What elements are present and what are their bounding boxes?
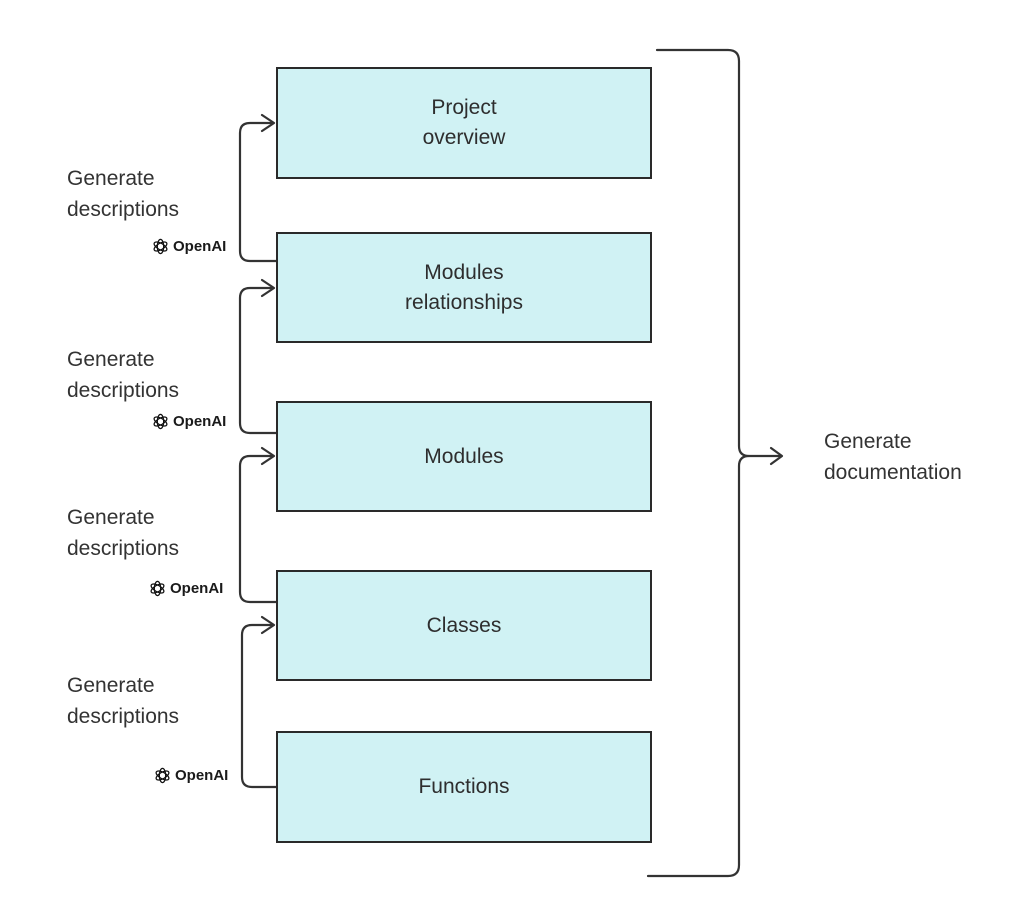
box-modules-relationships: Modules relationships	[276, 232, 652, 343]
connector-arrow	[238, 121, 278, 263]
arrow-head	[260, 113, 276, 133]
openai-logo-icon	[155, 767, 170, 784]
openai-badge: OpenAI	[153, 766, 228, 785]
box-project-overview: Project overview	[276, 67, 652, 179]
generate-descriptions-label: Generate descriptions	[67, 674, 180, 728]
box-label: Modules	[424, 444, 504, 468]
provider-name: OpenAI	[175, 767, 229, 784]
provider-name: OpenAI	[173, 413, 227, 430]
generate-descriptions-label: Generate descriptions	[67, 348, 180, 402]
provider-name: OpenAI	[170, 580, 224, 597]
box-functions: Functions	[276, 731, 652, 843]
box-label: Functions	[418, 775, 510, 798]
arrow-head	[769, 446, 784, 466]
openai-badge: OpenAI	[151, 237, 226, 256]
connector-arrow	[238, 286, 278, 435]
bracket	[646, 48, 751, 878]
connector-arrow	[238, 454, 278, 604]
openai-badge: OpenAI	[148, 579, 223, 598]
generate-documentation-label: Generate documentation	[824, 430, 962, 484]
box-label: Classes	[426, 613, 502, 637]
openai-badge: OpenAI	[151, 412, 226, 431]
box-label: Modules relationships	[405, 260, 523, 314]
connector-arrow	[240, 623, 278, 789]
openai-logo-icon	[150, 580, 165, 597]
box-modules: Modules	[276, 401, 652, 512]
generate-descriptions-label: Generate descriptions	[67, 167, 180, 221]
box-label: Project overview	[422, 96, 506, 149]
openai-logo-icon	[153, 413, 168, 430]
box-classes: Classes	[276, 570, 652, 681]
provider-name: OpenAI	[173, 238, 227, 255]
generate-descriptions-label: Generate descriptions	[67, 506, 180, 560]
arrow-head	[260, 446, 276, 466]
arrow-head	[260, 615, 276, 635]
openai-logo-icon	[153, 238, 168, 255]
arrow-head	[260, 278, 276, 298]
